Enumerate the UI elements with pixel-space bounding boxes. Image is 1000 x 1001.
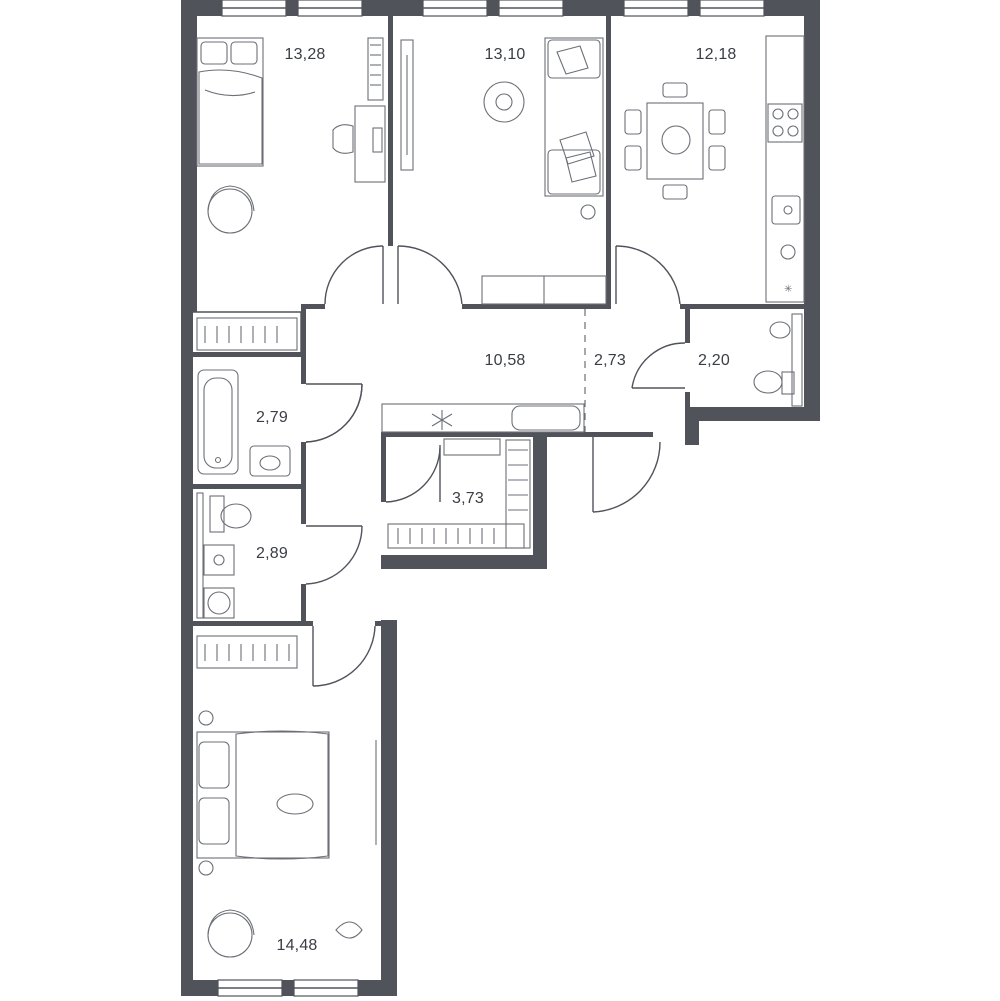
- room-area-bathroom: 2,79: [256, 409, 288, 426]
- room-area-bedroom-1: 13,28: [284, 46, 326, 63]
- living-room-furniture: [400, 37, 607, 305]
- bathroom-furniture: [197, 369, 291, 477]
- svg-text:✳: ✳: [784, 284, 792, 295]
- room-area-shower-room: 2,89: [256, 545, 288, 562]
- room-area-kitchen: 12,18: [695, 46, 737, 63]
- interior-walls: [193, 16, 820, 626]
- wardrobe-furniture: [387, 438, 531, 549]
- room-area-hallway: 10,58: [484, 352, 526, 369]
- bedroom-2-furniture: [196, 635, 377, 958]
- top-windows: [221, 0, 765, 17]
- hallway-furniture: [381, 403, 585, 433]
- exterior-walls: [181, 0, 820, 996]
- doors: [305, 245, 686, 687]
- room-area-toilet: 2,20: [698, 352, 730, 369]
- toilet-furniture: [753, 313, 803, 407]
- room-area-corridor: 2,73: [594, 352, 626, 369]
- bottom-windows: [217, 979, 359, 997]
- shower-room-furniture: [196, 492, 252, 619]
- room-area-wardrobe: 3,73: [452, 490, 484, 507]
- bedroom-1-furniture: [196, 37, 386, 351]
- room-area-living-room: 13,10: [484, 46, 526, 63]
- kitchen-furniture: ✳: [624, 35, 805, 303]
- room-area-bedroom-2: 14,48: [276, 937, 318, 954]
